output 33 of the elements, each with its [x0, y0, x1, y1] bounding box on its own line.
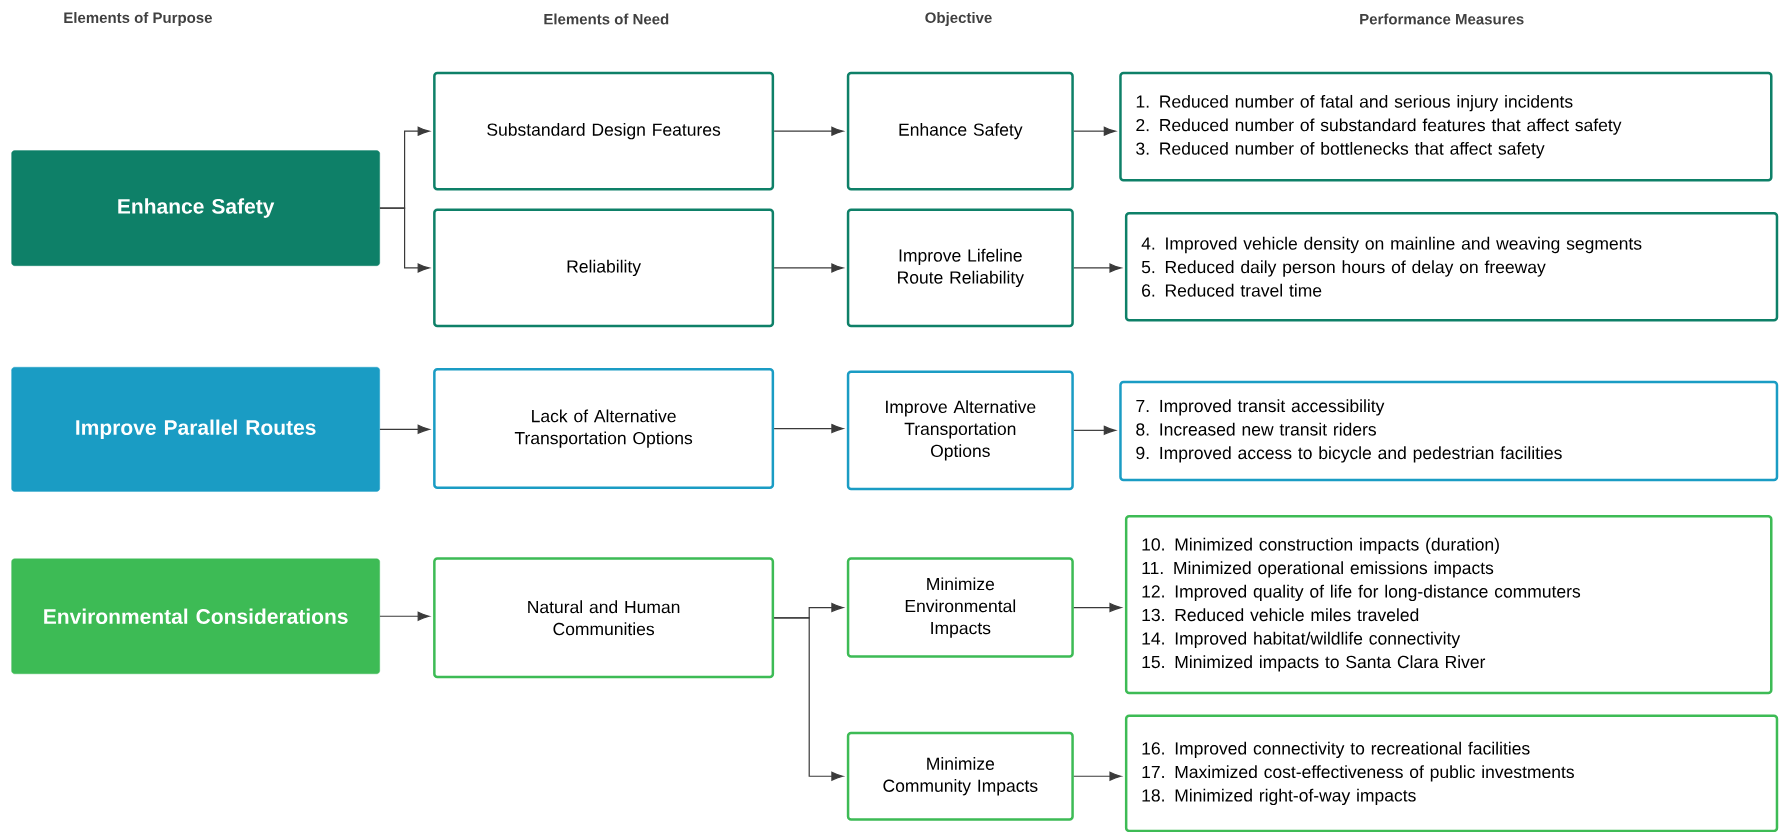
arrow: [773, 424, 844, 434]
purpose-box: Environmental Considerations: [11, 558, 380, 674]
process-box: Enhance Safety: [846, 71, 1074, 191]
process-box: Lack of Alternative Transportation Options: [433, 368, 775, 490]
arrow: [773, 126, 844, 136]
purpose-box: Improve Parallel Routes: [11, 367, 380, 492]
process-box: Improve Lifeline Route Reliability: [846, 208, 1074, 328]
arrow: [379, 611, 430, 621]
arrow: [379, 207, 430, 273]
process-box: Minimize Community Impacts: [846, 731, 1074, 821]
arrow: [1073, 126, 1116, 136]
measures-box: 7. Improved transit accessibility 8. Increased new transit riders 9. Improved access to bicycle and pedestrian facilities: [1119, 380, 1779, 482]
measures-box: 10. Minimized construction impacts (duration) 11. Minimized operational emissions impacts 12. Improved quality of life for long-distance commuters 13. Reduced vehicle miles traveled 14. Improved habitat/wildlife connectivity 15. Minimized impacts to Santa Clara River: [1124, 515, 1773, 695]
process-box: Minimize Environmental Impacts: [846, 557, 1074, 658]
arrow: [379, 424, 430, 434]
arrow: [1073, 425, 1116, 435]
process-box: Substandard Design Features: [433, 71, 775, 191]
column-header: Elements of Purpose: [64, 12, 212, 26]
purpose-box: Enhance Safety: [11, 150, 380, 266]
column-header: Objective: [925, 12, 992, 26]
process-box: Improve Alternative Transportation Options: [846, 370, 1074, 491]
process-box: Natural and Human Communities: [433, 557, 775, 679]
measures-box: 16. Improved connectivity to recreational facilities 17. Maximized cost-effectiveness of public investments 18. Minimized right-of-way impacts: [1124, 714, 1779, 832]
column-header: Elements of Need: [544, 13, 669, 25]
arrow: [1073, 603, 1122, 613]
arrow: [773, 263, 844, 273]
arrow: [1073, 263, 1122, 273]
column-header: Performance Measures: [1360, 13, 1524, 25]
arrow: [1073, 771, 1122, 781]
measures-box: 1. Reduced number of fatal and serious injury incidents 2. Reduced number of substandard features that affect safety 3. Reduced number of bottlenecks that affect safety: [1119, 71, 1773, 182]
arrow: [773, 617, 844, 781]
measures-box: 4. Improved vehicle density on mainline and weaving segments 5. Reduced daily person hours of delay on freeway 6. Reduced travel time: [1124, 212, 1779, 322]
process-box: Reliability: [433, 208, 775, 328]
